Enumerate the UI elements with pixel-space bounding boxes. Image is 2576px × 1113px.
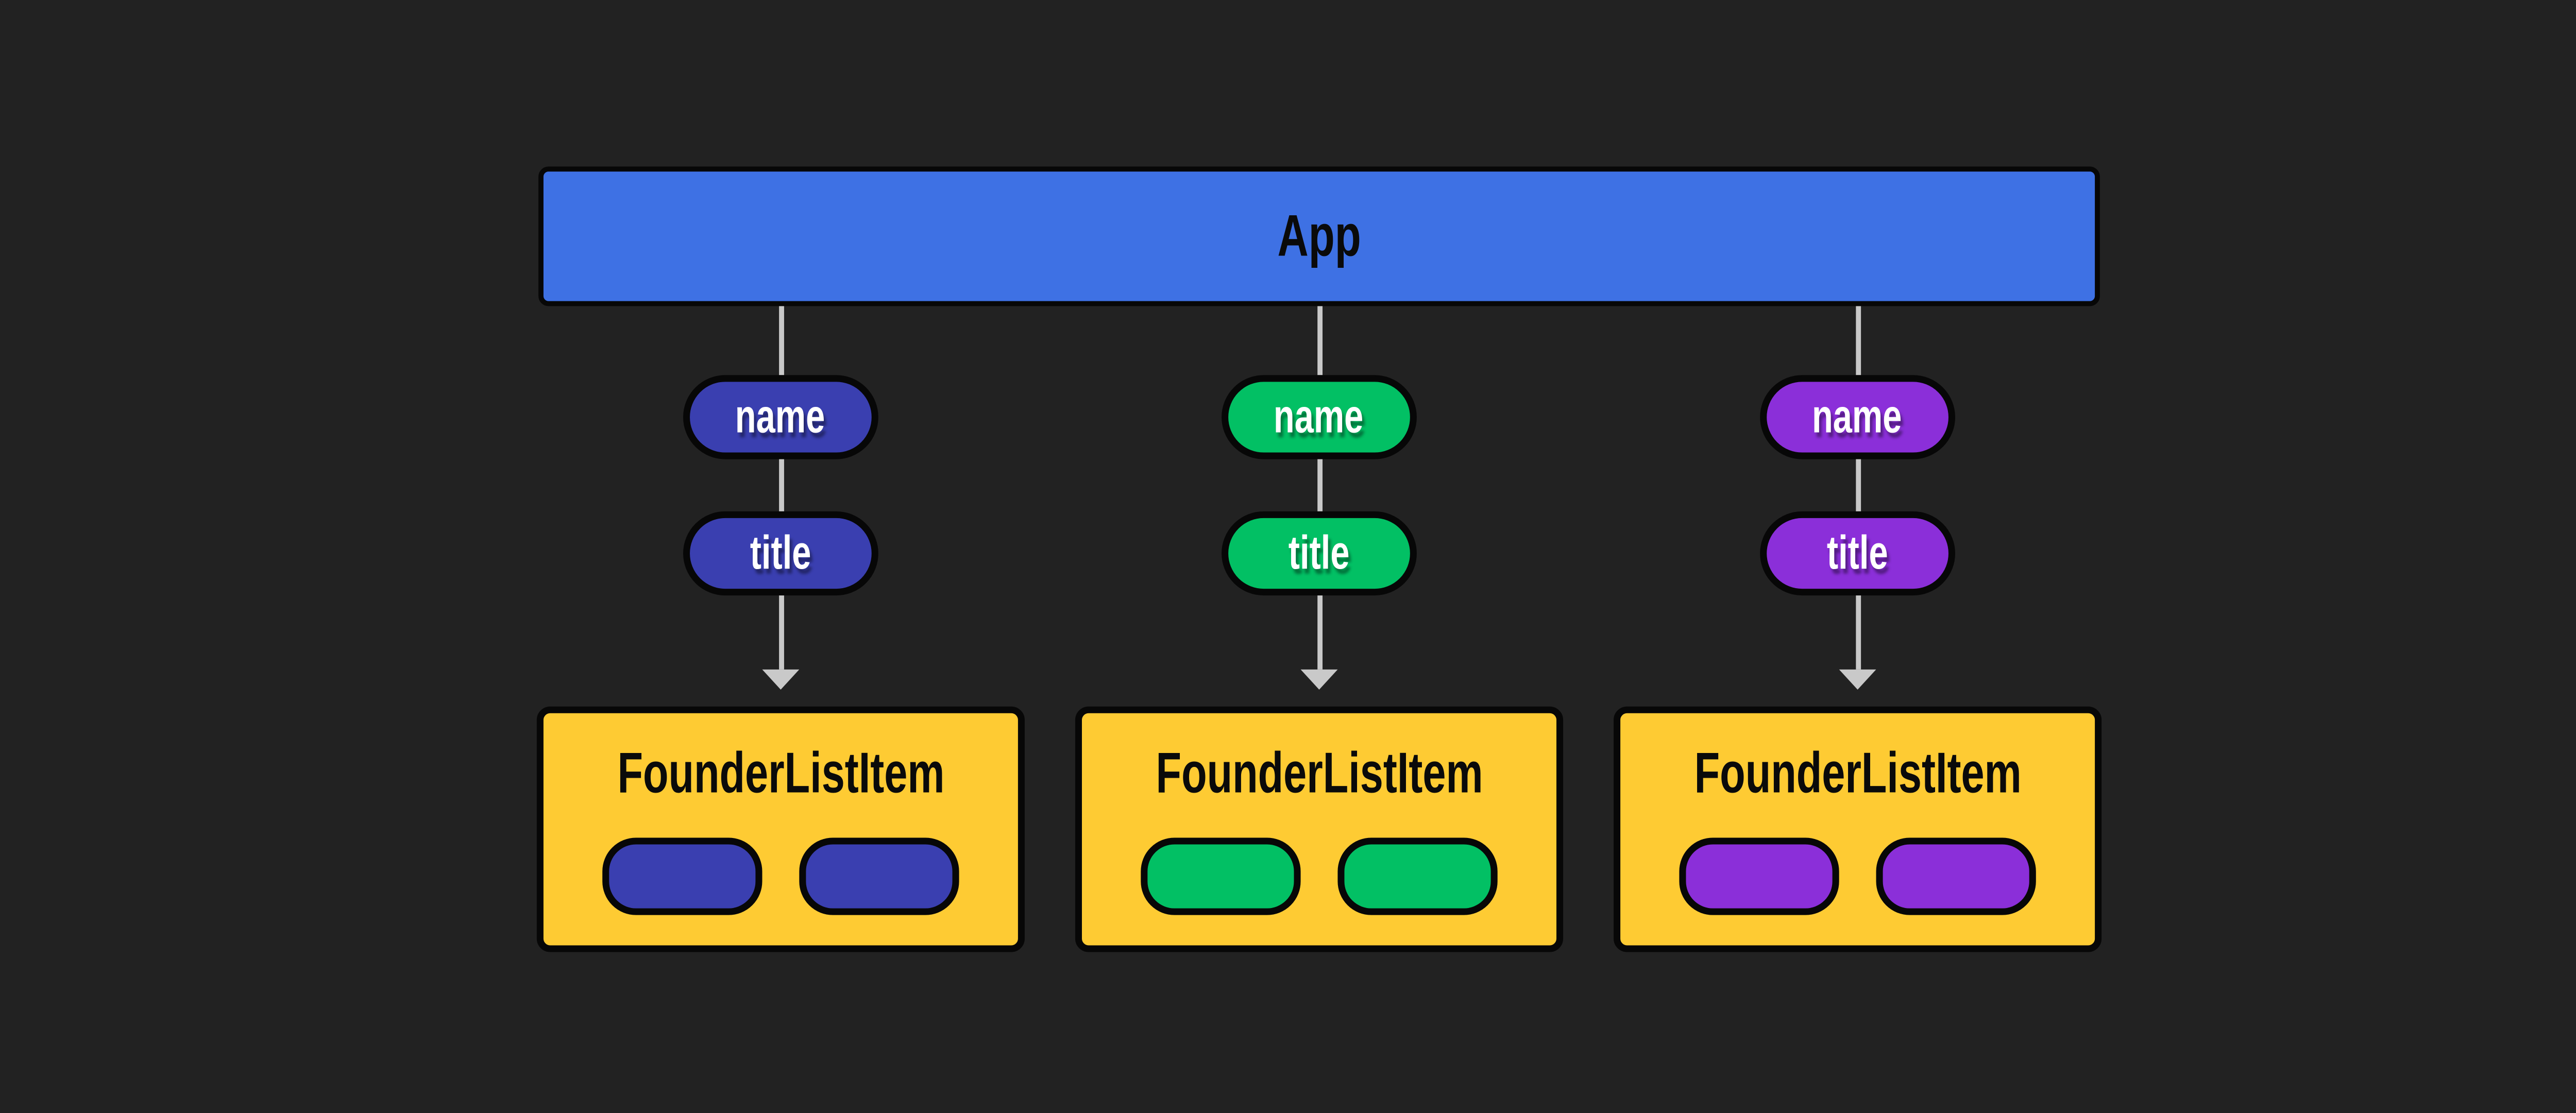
prop-slot-row	[1620, 837, 2095, 915]
prop-pill-title-label: title	[1827, 526, 1888, 579]
connector-app-to-name	[1316, 306, 1322, 375]
prop-pill-title: title	[683, 511, 878, 596]
prop-pill-title-label: title	[1289, 526, 1350, 579]
prop-pill-title: title	[1222, 511, 1417, 596]
app-component-node: App	[538, 166, 2100, 306]
arrow-down-icon	[1300, 669, 1338, 690]
prop-pill-name: name	[683, 375, 878, 459]
prop-pill-name-label: name	[736, 390, 826, 442]
connector-title-to-component	[1316, 595, 1322, 670]
founder-list-item-node: FounderListItem	[1075, 706, 1564, 952]
prop-slot-pill	[1337, 837, 1498, 915]
founder-column-2: name title FounderListItem	[1075, 306, 1564, 952]
founder-list-item-node: FounderListItem	[1614, 706, 2102, 952]
arrow-down-icon	[762, 669, 800, 690]
connector-app-to-name	[1855, 306, 1860, 375]
connector-title-to-component	[1855, 595, 1860, 670]
prop-pill-name: name	[1222, 375, 1417, 459]
prop-pill-title: title	[1760, 511, 1956, 596]
prop-slot-pill	[1679, 837, 1839, 915]
connector-title-to-component	[778, 595, 784, 670]
prop-slot-pill	[602, 837, 762, 915]
prop-pill-name-label: name	[1274, 390, 1364, 442]
arrow-down-icon	[1839, 669, 1876, 690]
connector-name-to-title	[1855, 459, 1860, 511]
prop-slot-row	[544, 837, 1018, 915]
founder-column-3: name title FounderListItem	[1614, 306, 2102, 952]
founder-list-item-label: FounderListItem	[1155, 742, 1483, 806]
prop-slot-row	[1082, 837, 1556, 915]
founder-list-item-label: FounderListItem	[617, 742, 944, 806]
founder-list-item-node: FounderListItem	[536, 706, 1025, 952]
prop-slot-pill	[1876, 837, 2036, 915]
prop-pill-name: name	[1760, 375, 1956, 459]
founder-list-item-label: FounderListItem	[1694, 742, 2022, 806]
prop-pill-title-label: title	[750, 526, 811, 579]
prop-pill-name-label: name	[1812, 390, 1903, 442]
connector-name-to-title	[778, 459, 784, 511]
app-node-label: App	[1277, 202, 1361, 268]
prop-slot-pill	[799, 837, 959, 915]
prop-slot-pill	[1141, 837, 1301, 915]
founder-column-1: name title FounderListItem	[536, 306, 1025, 952]
connector-name-to-title	[1316, 459, 1322, 511]
connector-app-to-name	[778, 306, 784, 375]
